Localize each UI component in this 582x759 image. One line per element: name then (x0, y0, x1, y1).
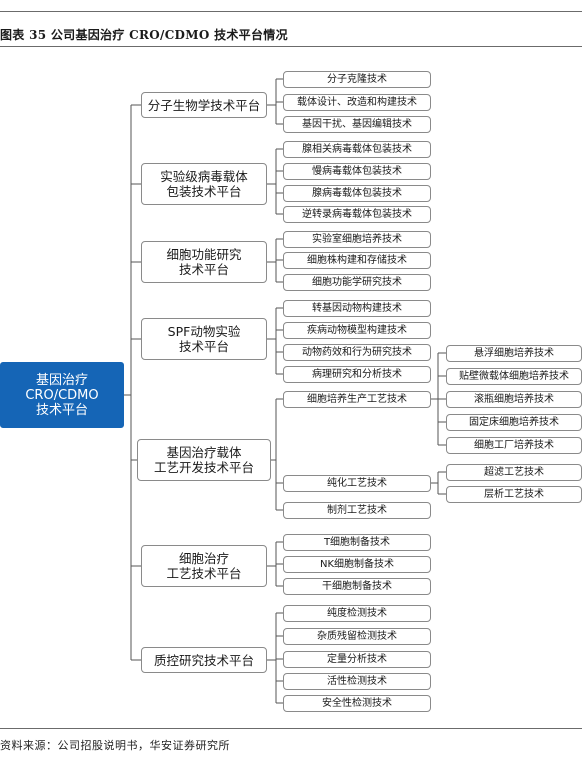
platform-molecular-biology: 分子生物学技术平台 (141, 92, 267, 118)
tech-item: 动物药效和行为研究技术 (283, 344, 431, 361)
tech-item: NK细胞制备技术 (283, 556, 431, 573)
tech-item: 安全性检测技术 (283, 695, 431, 712)
tech-item: 定量分析技术 (283, 651, 431, 668)
tech-item: 分子克隆技术 (283, 71, 431, 88)
tech-item: 纯度检测技术 (283, 605, 431, 622)
platform-cell-therapy: 细胞治疗工艺技术平台 (141, 545, 267, 587)
tech-item: 转基因动物构建技术 (283, 300, 431, 317)
tech-item: 逆转录病毒载体包装技术 (283, 206, 431, 223)
platform-vector-process: 基因治疗载体工艺开发技术平台 (137, 439, 271, 481)
tech-item: 腺相关病毒载体包装技术 (283, 141, 431, 158)
sub-tech-item: 层析工艺技术 (446, 486, 582, 503)
tech-item: 载体设计、改造和构建技术 (283, 94, 431, 111)
tech-item: 慢病毒载体包装技术 (283, 163, 431, 180)
title-rule (0, 46, 582, 47)
tech-item: 杂质残留检测技术 (283, 628, 431, 645)
top-rule (0, 11, 582, 12)
source-note: 资料来源：公司招股说明书，华安证券研究所 (0, 739, 230, 752)
tech-item: 细胞株构建和存储技术 (283, 252, 431, 269)
tech-item: 腺病毒载体包装技术 (283, 185, 431, 202)
tech-item: 基因干扰、基因编辑技术 (283, 116, 431, 133)
tech-item: 活性检测技术 (283, 673, 431, 690)
tech-item: 制剂工艺技术 (283, 502, 431, 519)
bottom-rule (0, 728, 582, 729)
tech-item: 疾病动物模型构建技术 (283, 322, 431, 339)
tech-item: 实验室细胞培养技术 (283, 231, 431, 248)
tech-item: 细胞培养生产工艺技术 (283, 391, 431, 408)
sub-tech-item: 悬浮细胞培养技术 (446, 345, 582, 362)
sub-tech-item: 滚瓶细胞培养技术 (446, 391, 582, 408)
tech-item: 病理研究和分析技术 (283, 366, 431, 383)
platform-quality-control: 质控研究技术平台 (141, 647, 267, 673)
sub-tech-item: 细胞工厂培养技术 (446, 437, 582, 454)
sub-tech-item: 超滤工艺技术 (446, 464, 582, 481)
tech-item: 干细胞制备技术 (283, 578, 431, 595)
tech-item: 纯化工艺技术 (283, 475, 431, 492)
platform-cell-function: 细胞功能研究技术平台 (141, 241, 267, 283)
sub-tech-item: 固定床细胞培养技术 (446, 414, 582, 431)
sub-tech-item: 贴壁微载体细胞培养技术 (446, 368, 582, 385)
tech-item: 细胞功能学研究技术 (283, 274, 431, 291)
platform-viral-vector-packaging: 实验级病毒载体包装技术平台 (141, 163, 267, 205)
platform-spf-animal: SPF动物实验技术平台 (141, 318, 267, 360)
figure-title: 图表 35 公司基因治疗 CRO/CDMO 技术平台情况 (0, 28, 288, 42)
tech-item: T细胞制备技术 (283, 534, 431, 551)
